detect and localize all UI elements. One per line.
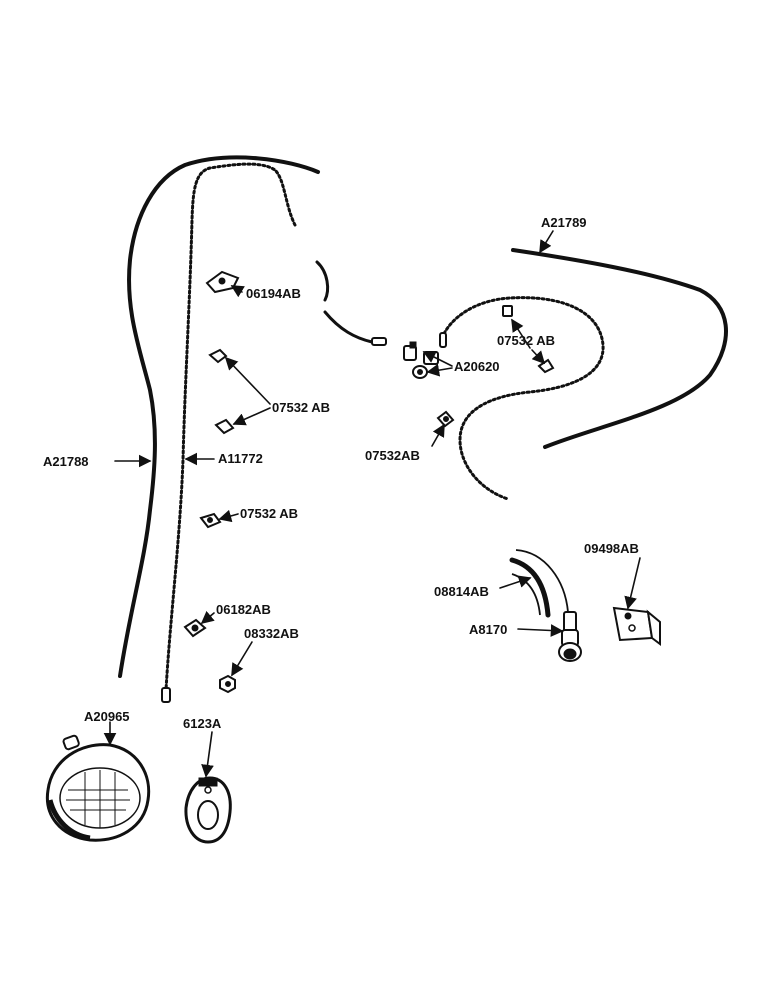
clip-07532ab-lower xyxy=(214,418,235,435)
wire-a21788 xyxy=(118,155,320,678)
label-07532ab-4: 07532AB xyxy=(365,448,420,463)
clip-07532ab-center xyxy=(436,410,455,428)
label-07532ab-2: 07532 AB xyxy=(240,506,298,521)
wire-center-lower xyxy=(323,310,374,344)
wire-center-terminal xyxy=(371,337,387,346)
label-07532ab-3: 07532 AB xyxy=(497,333,555,348)
label-06182ab: 06182AB xyxy=(216,602,271,617)
socket-a8170 xyxy=(558,611,582,662)
clip-07532ab-mid xyxy=(199,512,222,529)
wire-right-dotted-loop xyxy=(440,296,605,501)
headlight-a20965 xyxy=(45,734,151,842)
label-09498ab: 09498AB xyxy=(584,541,639,556)
lamp-6123a xyxy=(184,776,232,844)
wire-a11772-terminal xyxy=(161,687,171,703)
wire-center-upper xyxy=(315,260,330,302)
label-a11772: A11772 xyxy=(218,451,263,466)
wire-right-terminal xyxy=(439,332,447,348)
clip-06182ab xyxy=(183,618,207,638)
bracket-09498ab xyxy=(612,606,661,646)
label-06194ab: 06194AB xyxy=(246,286,301,301)
wire-a11772 xyxy=(164,162,297,692)
label-a20965: A20965 xyxy=(84,709,130,724)
wire-a21789 xyxy=(511,248,728,449)
label-a21788: A21788 xyxy=(43,454,89,469)
label-a8170: A8170 xyxy=(469,622,507,637)
label-08332ab: 08332AB xyxy=(244,626,299,641)
label-07532ab-1: 07532 AB xyxy=(272,400,330,415)
clip-07532ab-right-lower xyxy=(537,358,555,374)
clip-07532ab-right-upper xyxy=(502,305,513,317)
label-a21789: A21789 xyxy=(541,215,587,230)
clip-07532ab-upper xyxy=(208,348,228,364)
switch-a20620 xyxy=(403,341,439,379)
label-08814ab: 08814AB xyxy=(434,584,489,599)
cable-08814ab xyxy=(509,549,569,618)
clip-06194ab xyxy=(205,270,240,294)
label-6123a: 6123A xyxy=(183,716,222,731)
nut-08332ab xyxy=(219,674,236,694)
label-a20620: A20620 xyxy=(454,359,500,374)
